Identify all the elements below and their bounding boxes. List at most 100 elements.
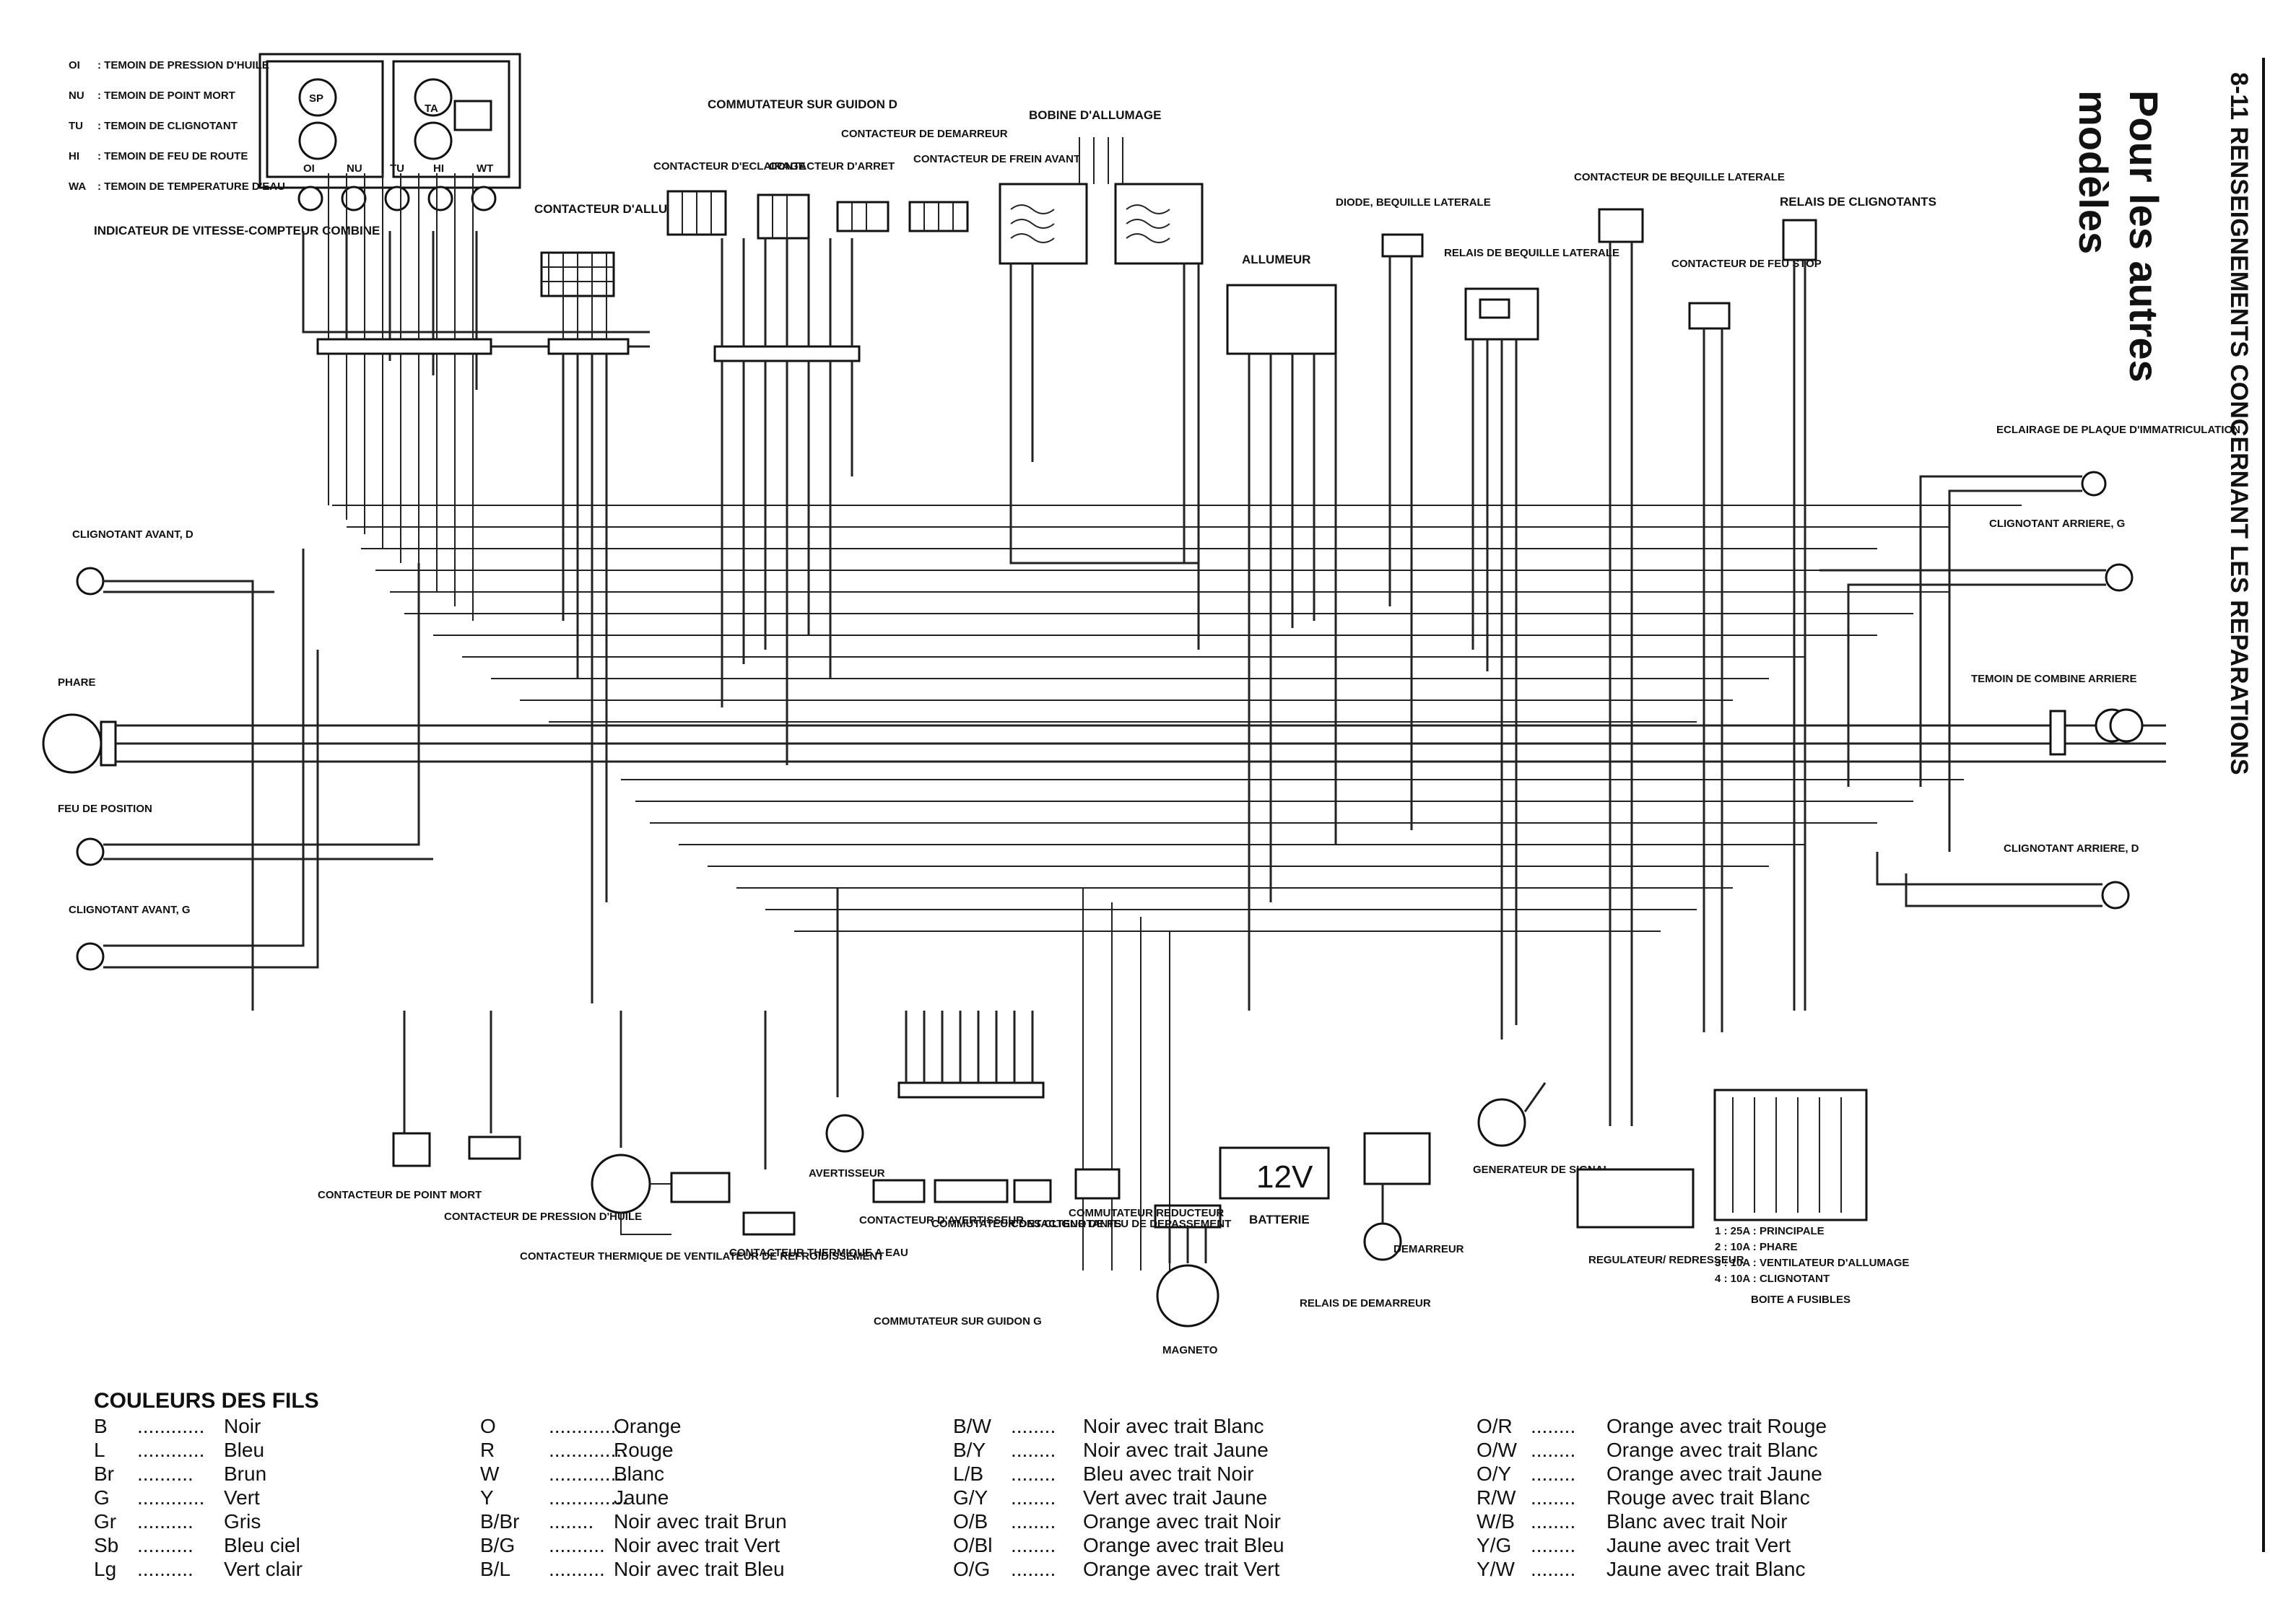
wire-color-dots: ........ <box>1531 1510 1575 1533</box>
battery: 12V <box>1219 1146 1330 1200</box>
meter-connector <box>316 173 492 621</box>
oil-pressure-switch <box>468 1011 521 1160</box>
bulb-icon <box>76 567 105 596</box>
label-demarreur: DEMARREUR <box>1393 1243 1464 1255</box>
wire-color-code: Y/G <box>1477 1534 1511 1556</box>
main-harness <box>332 505 2022 1270</box>
regulator-rectifier <box>1576 1168 1695 1229</box>
front-turn-signal-right <box>76 567 274 1011</box>
wire-color-name: Orange avec trait Rouge <box>1606 1415 1827 1437</box>
wire-color-dots: .......... <box>137 1463 193 1485</box>
headlight-icon <box>42 713 103 774</box>
wire-color-code: Gr <box>94 1510 116 1533</box>
label-contacteur-eclairage: CONTACTEUR D'ECLAIRAGE <box>653 160 806 173</box>
battery-volt: 12V <box>1256 1159 1313 1195</box>
indicator-legend-text: : TEMOIN DE POINT MORT <box>97 90 235 102</box>
wire-color-code: B/G <box>480 1534 515 1556</box>
wire-color-name: Blanc avec trait Noir <box>1606 1510 1788 1533</box>
bulb-icon <box>2101 881 2130 910</box>
label-eclairage-plaque: ECLAIRAGE DE PLAQUE D'IMMATRICULATION <box>1996 424 2240 436</box>
right-handlebar-switch <box>666 190 969 765</box>
label-contacteur-avertisseur: CONTACTEUR D'AVERTISSEUR <box>859 1214 1024 1226</box>
wire-color-name: Noir avec trait Jaune <box>1083 1439 1269 1461</box>
wire-color-name: Noir avec trait Blanc <box>1083 1415 1264 1437</box>
wire-color-code: Y <box>480 1486 494 1509</box>
label-indicateur-text: INDICATEUR DE VITESSE-COMPTEUR COMBINE <box>94 224 380 237</box>
label-clignotant-avant-d: CLIGNOTANT AVANT, D <box>72 528 193 541</box>
wire-color-name: Vert clair <box>224 1558 303 1580</box>
sidestand-relay <box>1464 287 1539 1040</box>
wire-color-dots: ........ <box>1531 1486 1575 1509</box>
wire-color-name: Bleu ciel <box>224 1534 300 1556</box>
page-title-line1: Pour les autres <box>2121 90 2167 383</box>
wire-color-name: Orange avec trait Jaune <box>1606 1463 1822 1485</box>
label-indicateur: INDICATEUR DE VITESSE-COMPTEUR COMBINE <box>94 224 380 237</box>
wire-color-code: B <box>94 1415 108 1437</box>
regulator-icon <box>1576 1168 1695 1229</box>
rear-turn-signal-left <box>1819 563 2134 787</box>
license-plate-lamp <box>1919 471 2107 852</box>
label-regulateur: REGULATEUR/ REDRESSEUR <box>1588 1254 1744 1266</box>
meter-housing <box>258 53 521 189</box>
gauge-ta-label: TA <box>425 103 438 115</box>
label-clignotant-arriere-g: CLIGNOTANT ARRIERE, G <box>1989 518 2125 530</box>
wire-color-dots: ........ <box>1011 1439 1056 1461</box>
indicator-pin-label: NU <box>347 162 362 175</box>
wire-color-code: B/Br <box>480 1510 519 1533</box>
wire-color-dots: ........ <box>1531 1415 1575 1437</box>
wire-color-code: Sb <box>94 1534 118 1556</box>
indicator-bulb-icon <box>297 186 323 212</box>
label-commutateur-g: COMMUTATEUR SUR GUIDON G <box>874 1315 1042 1328</box>
label-contacteur-pression-huile: CONTACTEUR DE PRESSION D'HUILE <box>444 1211 642 1223</box>
bulb-icon <box>76 837 105 866</box>
wire-color-dots: ............ <box>137 1415 204 1437</box>
label-relais-bequille: RELAIS DE BEQUILLE LATERALE <box>1444 247 1619 259</box>
rear-turn-signal-right <box>1876 852 2130 910</box>
headlight <box>42 713 2166 774</box>
indicator-legend-text: : TEMOIN DE CLIGNOTANT <box>97 120 238 132</box>
wire-color-name: Noir avec trait Bleu <box>614 1558 785 1580</box>
wire-color-name: Noir avec trait Brun <box>614 1510 787 1533</box>
front-turn-signal-left <box>76 549 319 971</box>
starter-relay <box>1363 1132 1431 1261</box>
wire-color-name: Jaune <box>614 1486 669 1509</box>
wire-color-code: W/B <box>1477 1510 1515 1533</box>
indicator-bulb-icon <box>384 186 410 212</box>
wire-color-dots: ............ <box>137 1486 204 1509</box>
label-diode: DIODE, BEQUILLE LATERALE <box>1336 196 1491 209</box>
indicator-legend-code: WA <box>69 180 86 193</box>
fan-thermo-switch <box>591 1011 731 1235</box>
wire-color-dots: ........ <box>1011 1486 1056 1509</box>
gauge-sp-label: SP <box>309 92 323 105</box>
label-commutateur-reducteur: COMMUTATEUR REDUCTEUR <box>1069 1207 1224 1219</box>
wire-color-code: B/Y <box>953 1439 986 1461</box>
neutral-switch-icon <box>392 1132 431 1167</box>
horn <box>825 888 864 1153</box>
wire-color-name: Bleu <box>224 1439 264 1461</box>
label-contacteur-thermique-eau: CONTACTEUR THERMIQUE A EAU <box>729 1247 908 1259</box>
label-clignotant-avant-g: CLIGNOTANT AVANT, G <box>69 904 191 916</box>
wire-color-code: G/Y <box>953 1486 988 1509</box>
page-title-line2: modèles <box>2071 90 2116 254</box>
speedo-gauge-icon <box>298 78 337 117</box>
left-handlebar-switch <box>872 1011 1121 1203</box>
horn-icon <box>825 1114 864 1153</box>
wire-color-dots: .......... <box>549 1534 605 1556</box>
wire-color-name: Vert <box>224 1486 260 1509</box>
wire-color-code: Br <box>94 1463 114 1485</box>
water-thermo-switch <box>742 1011 796 1236</box>
wire-color-code: G <box>94 1486 110 1509</box>
label-bobine: BOBINE D'ALLUMAGE <box>1029 108 1161 122</box>
wire-color-code: O/Bl <box>953 1534 992 1556</box>
label-allumeur: ALLUMEUR <box>1242 253 1310 266</box>
indicator-legend-text: : TEMOIN DE FEU DE ROUTE <box>97 150 248 162</box>
indicator-pin-label: TU <box>390 162 404 175</box>
temp-gauge-icon <box>414 78 453 117</box>
indicator-legend-text: : TEMOIN DE TEMPERATURE D'EAU <box>97 180 285 193</box>
wire-color-dots: ........ <box>1531 1558 1575 1580</box>
wire-legend-title: COULEURS DES FILS <box>94 1389 319 1413</box>
wire-color-code: O/Y <box>1477 1463 1512 1485</box>
fuse-entry: 3 : 10A : VENTILATEUR D'ALLUMAGE <box>1715 1257 1909 1269</box>
